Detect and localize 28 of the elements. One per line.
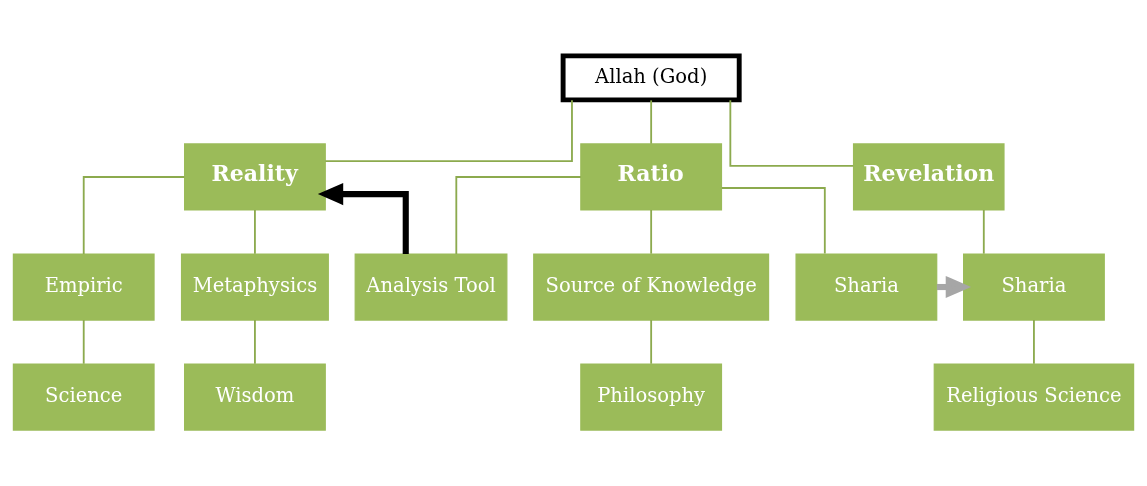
node-box: Metaphysics <box>180 253 329 321</box>
node-box: Wisdom <box>184 363 326 431</box>
node-box: Analysis Tool <box>354 253 508 321</box>
connector <box>254 209 256 255</box>
connector <box>982 209 985 255</box>
connector <box>650 319 653 365</box>
arrow <box>317 183 409 254</box>
node-box: Sharia <box>795 253 938 321</box>
node-box: Empiric <box>12 253 155 321</box>
connector <box>455 176 582 255</box>
connector <box>720 187 826 255</box>
node-box: Sharia <box>963 253 1105 321</box>
node-box: Revelation <box>852 143 1005 211</box>
connector <box>1033 319 1035 365</box>
node-box: Allah (God) <box>560 53 742 103</box>
connector <box>650 209 653 255</box>
node-box: Philosophy <box>580 363 723 431</box>
node-box: Source of Knowledge <box>533 253 770 321</box>
connector <box>82 176 186 255</box>
node-box: Science <box>12 363 155 431</box>
node-box: Religious Science <box>933 363 1135 431</box>
node-box: Ratio <box>580 143 723 211</box>
connector <box>254 319 256 365</box>
connector <box>324 99 573 162</box>
connector <box>82 319 85 365</box>
connector <box>650 99 653 145</box>
node-box: Reality <box>184 143 326 211</box>
connector <box>729 99 855 167</box>
